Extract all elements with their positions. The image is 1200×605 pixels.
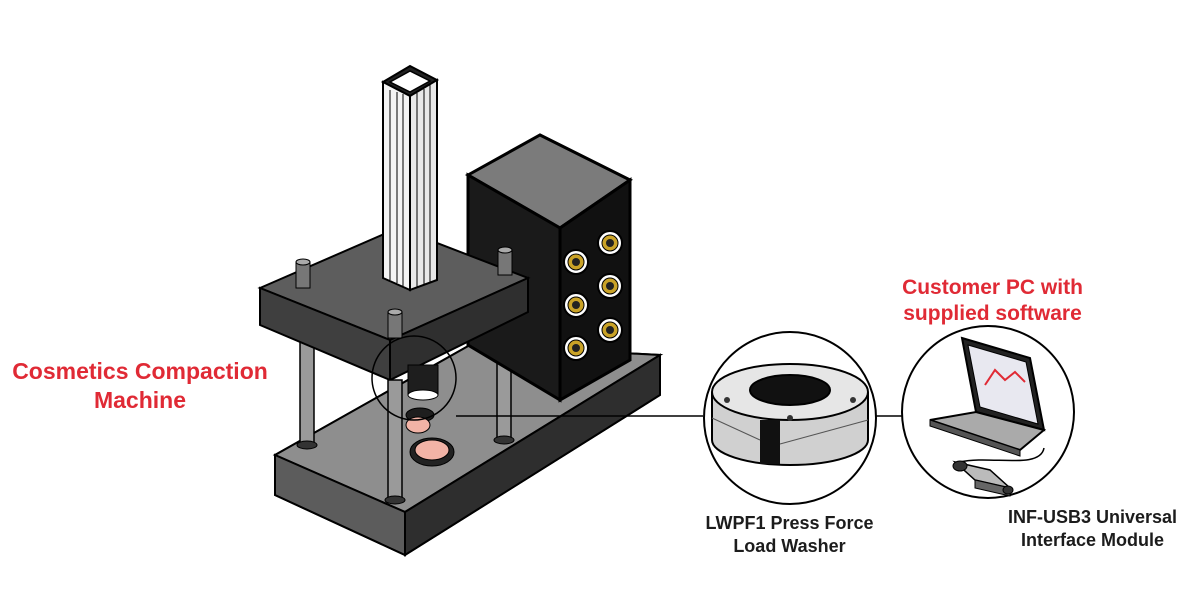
interface-module-label-line2: Interface Module xyxy=(1020,529,1165,550)
machine-label-line1: Cosmetics Compaction xyxy=(12,358,268,384)
machine-label-line2: Machine xyxy=(93,386,187,413)
machine-label: Cosmetics Compaction Machine xyxy=(0,357,280,415)
pc-module-callout xyxy=(901,325,1075,499)
interface-module-label: INF-USB3 Universal Interface Module xyxy=(985,506,1200,551)
sensor-highlight-circle xyxy=(371,335,457,421)
interface-module-label-line1: INF-USB3 Universal xyxy=(1007,507,1178,527)
cosmetic-compacts xyxy=(405,407,455,467)
pc-label-line1: Customer PC with xyxy=(902,276,1083,299)
pc-label-line2: supplied software xyxy=(903,302,1082,326)
laptop-illustration xyxy=(929,336,1047,457)
compaction-machine xyxy=(257,64,664,557)
front-column xyxy=(387,379,403,501)
pc-label: Customer PC with supplied software xyxy=(880,275,1105,328)
column-caps xyxy=(295,246,513,339)
actuator-tower xyxy=(380,64,440,292)
connector-ports xyxy=(563,230,623,361)
load-washer-illustration xyxy=(711,363,869,466)
load-washer-callout xyxy=(703,331,877,505)
load-washer-label: LWPF1 Press Force Load Washer xyxy=(672,512,907,557)
usb-module-illustration xyxy=(952,460,1014,497)
usb-cable xyxy=(959,447,1045,463)
load-washer-label-line1: LWPF1 Press Force xyxy=(705,513,874,533)
load-washer-label-line2: Load Washer xyxy=(733,535,846,556)
press-ram xyxy=(407,364,439,401)
